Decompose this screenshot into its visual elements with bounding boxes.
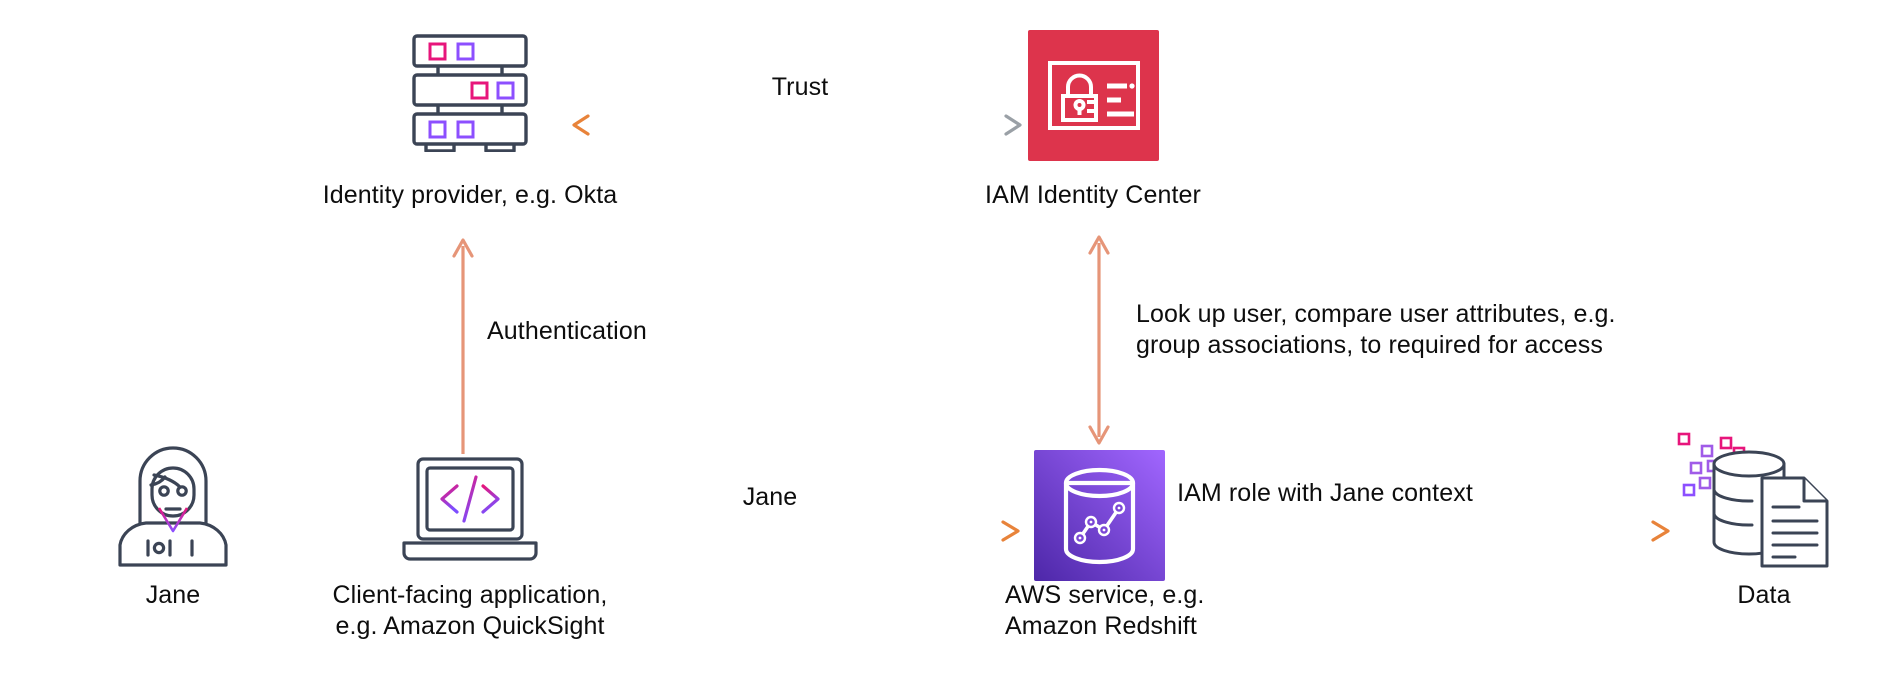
iam-role-arrow xyxy=(1190,520,1670,542)
node-label-identity-provider: Identity provider, e.g. Okta xyxy=(322,181,618,209)
edge-label-lookup-user: Look up user, compare user attributes, e… xyxy=(1136,300,1616,359)
trust-arrow xyxy=(572,114,1022,136)
laptop-code-icon xyxy=(400,455,540,567)
user-woman-icon xyxy=(118,445,228,567)
node-label-client-application: Client-facing application, e.g. Amazon Q… xyxy=(332,581,608,640)
iam-identity-center-icon xyxy=(1028,30,1159,161)
node-label-aws-service: AWS service, e.g. Amazon Redshift xyxy=(1005,581,1205,640)
database-document-icon xyxy=(1676,428,1852,576)
jane-request-arrow xyxy=(575,520,1020,542)
edge-label-iam-role: IAM role with Jane context xyxy=(1177,479,1473,507)
server-stack-icon xyxy=(404,32,536,152)
edge-label-trust: Trust xyxy=(771,73,829,101)
lookup-user-arrow xyxy=(1088,235,1110,445)
node-label-jane: Jane xyxy=(145,581,201,609)
amazon-redshift-icon xyxy=(1034,450,1165,581)
edge-label-jane-request: Jane xyxy=(742,483,798,511)
node-label-data: Data xyxy=(1737,581,1791,609)
authentication-arrow xyxy=(452,238,474,460)
jane-connector-line xyxy=(252,527,392,535)
node-label-iam-identity-center: IAM Identity Center xyxy=(985,181,1201,209)
edge-label-authentication: Authentication xyxy=(487,317,647,345)
